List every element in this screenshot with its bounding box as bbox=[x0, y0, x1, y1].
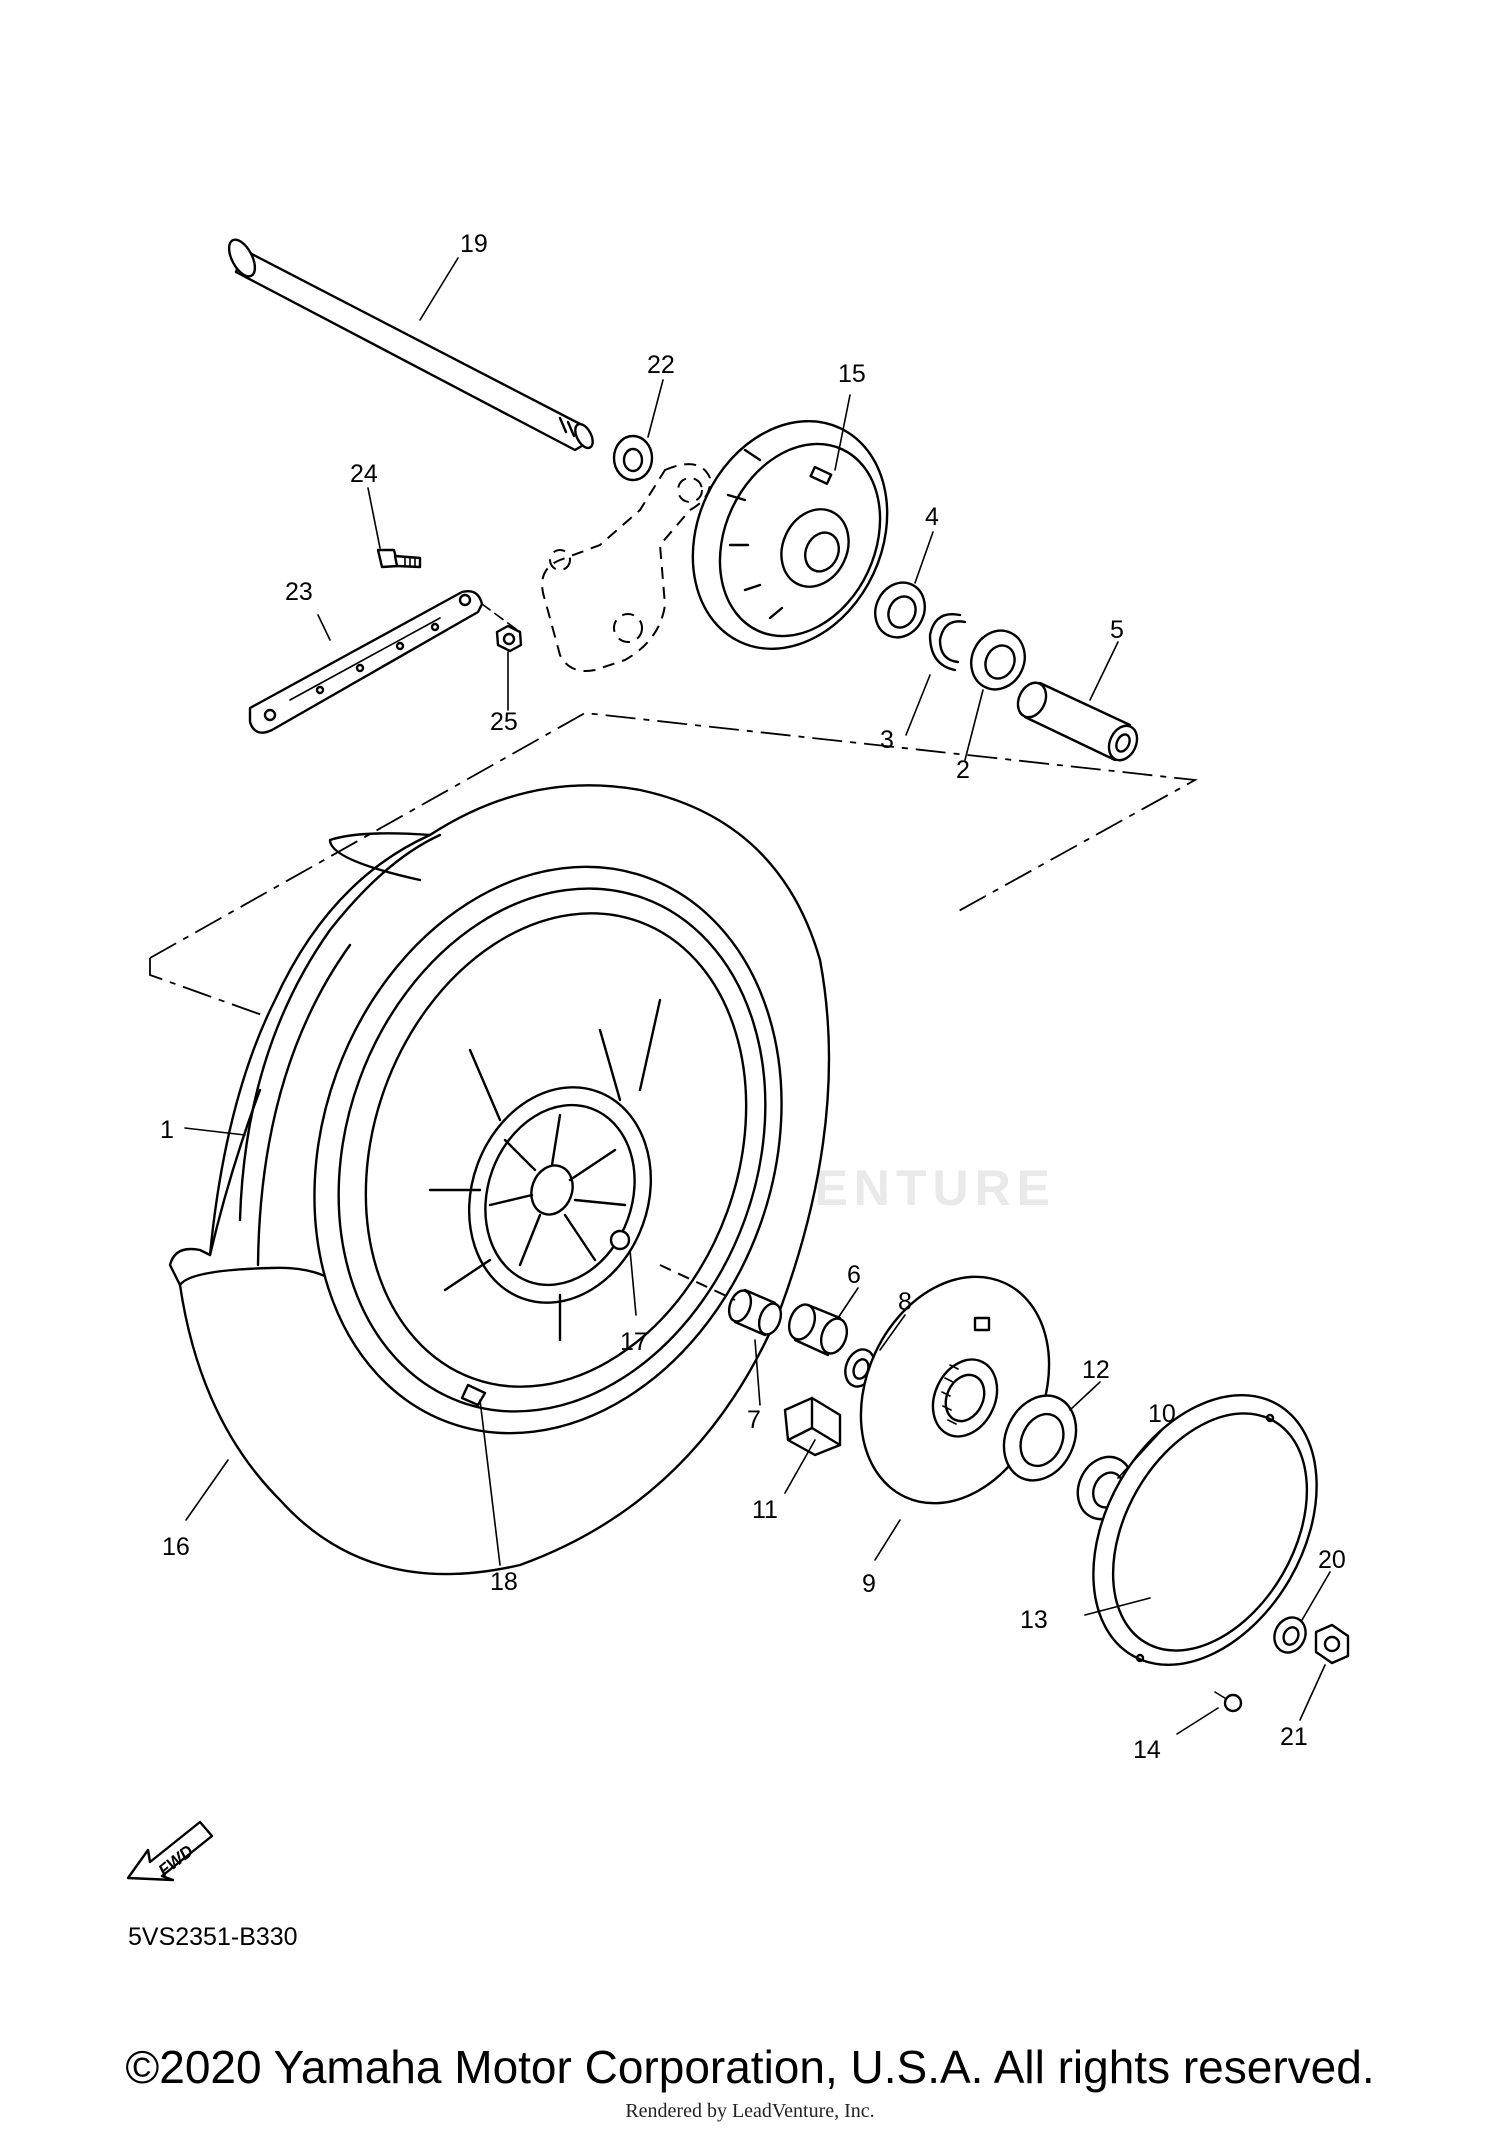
callout-22: 22 bbox=[647, 351, 675, 379]
callout-9: 9 bbox=[862, 1570, 876, 1598]
callout-1: 1 bbox=[160, 1116, 174, 1144]
callout-3: 3 bbox=[880, 726, 894, 754]
callout-20: 20 bbox=[1318, 1546, 1346, 1574]
collar-22 bbox=[612, 434, 654, 482]
collar-7 bbox=[727, 1288, 783, 1337]
collar-5 bbox=[1016, 681, 1139, 762]
bearing-2 bbox=[970, 629, 1026, 691]
callout-23: 23 bbox=[285, 578, 313, 606]
callout-12: 12 bbox=[1082, 1356, 1110, 1384]
callout-16: 16 bbox=[162, 1533, 190, 1561]
caliper-bracket-outline bbox=[541, 463, 712, 672]
callout-24: 24 bbox=[350, 460, 378, 488]
diagram-code: 5VS2351-B330 bbox=[128, 1923, 298, 1951]
washer-20 bbox=[1273, 1616, 1307, 1654]
rear-axle-shaft bbox=[227, 238, 594, 452]
leader-lines bbox=[184, 257, 1331, 1735]
callout-10: 10 bbox=[1148, 1400, 1176, 1428]
nut-21 bbox=[1314, 1623, 1350, 1665]
brake-hub-15 bbox=[691, 420, 889, 650]
rendered-by-notice: Rendered by LeadVenture, Inc. bbox=[625, 2100, 875, 2122]
copyright-notice: ©2020 Yamaha Motor Corporation, U.S.A. A… bbox=[125, 2041, 1375, 2093]
callout-14: 14 bbox=[1133, 1736, 1161, 1764]
callout-5: 5 bbox=[1110, 616, 1124, 644]
callout-8: 8 bbox=[898, 1288, 912, 1316]
wheel-hub bbox=[428, 998, 662, 1342]
oil-seal-12 bbox=[1002, 1394, 1078, 1482]
callout-19: 19 bbox=[460, 230, 488, 258]
sprocket-hub-9 bbox=[859, 1275, 1051, 1505]
oil-seal-4 bbox=[874, 581, 926, 639]
callout-4: 4 bbox=[925, 503, 939, 531]
nut-25 bbox=[495, 624, 523, 653]
callout-13: 13 bbox=[1020, 1606, 1048, 1634]
callout-7: 7 bbox=[747, 1406, 761, 1434]
callout-11: 11 bbox=[752, 1496, 778, 1524]
callout-17: 17 bbox=[620, 1328, 648, 1356]
callout-labels: 19 22 15 4 5 3 2 24 23 25 1 6 8 7 17 12 … bbox=[160, 230, 1346, 1764]
bolt-24 bbox=[376, 548, 422, 569]
damper-11 bbox=[783, 1396, 842, 1457]
callout-18: 18 bbox=[490, 1568, 518, 1596]
callout-21: 21 bbox=[1280, 1723, 1308, 1751]
torque-stopper-arm bbox=[248, 590, 484, 734]
fwd-arrow-icon: FWD bbox=[126, 1820, 214, 1882]
callout-2: 2 bbox=[956, 756, 970, 784]
explode-frame-upper bbox=[149, 712, 1198, 1026]
callout-25: 25 bbox=[490, 708, 518, 736]
bearing-6 bbox=[787, 1303, 849, 1357]
callout-15: 15 bbox=[838, 360, 866, 388]
circlip-3 bbox=[928, 613, 967, 672]
screw-14 bbox=[1214, 1691, 1243, 1713]
callout-6: 6 bbox=[847, 1261, 861, 1289]
